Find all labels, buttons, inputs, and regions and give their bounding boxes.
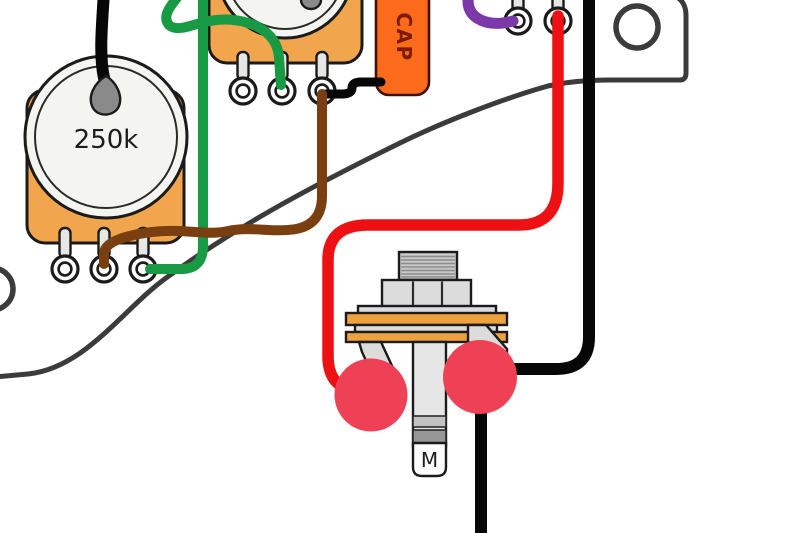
jack-sleeve-shaft bbox=[411, 340, 448, 448]
brown-wire bbox=[99, 89, 327, 269]
pot-top-lug-stem bbox=[315, 50, 329, 82]
solder-joint-tip bbox=[443, 340, 517, 414]
black-wire-cap-to-lug bbox=[320, 77, 386, 99]
pickguard-outline bbox=[0, 0, 689, 379]
jack-tip-end bbox=[411, 441, 448, 478]
mounting-hole-left-icon bbox=[0, 266, 16, 312]
solder-joint-sleeve bbox=[334, 358, 408, 432]
jack-mono-label: M bbox=[421, 448, 438, 472]
capacitor: CAP bbox=[374, 0, 431, 97]
jack-thread-lines bbox=[401, 255, 455, 278]
pickguard-edge bbox=[0, 0, 689, 379]
black-wire-ground-top bbox=[506, 0, 595, 375]
jack-shaft-band bbox=[412, 415, 447, 428]
pot-top-lug-stem bbox=[236, 50, 250, 82]
capacitor-body bbox=[374, 0, 431, 97]
pot-250k: 250k bbox=[23, 0, 189, 284]
red-wire-hot bbox=[322, 10, 564, 398]
jack-nut-facets bbox=[411, 281, 444, 306]
jack-washer-top bbox=[344, 311, 509, 327]
jack-hex-nut bbox=[380, 278, 473, 309]
pot-250k-lug-stem bbox=[58, 226, 72, 260]
green-wire-hook bbox=[161, 0, 286, 90]
pot-250k-value-label: 250k bbox=[74, 125, 139, 155]
green-wire-vertical bbox=[145, 0, 208, 274]
pot-top-pointer-icon bbox=[299, 0, 323, 11]
wires bbox=[99, 0, 595, 533]
mounting-hole-icon bbox=[613, 3, 661, 51]
jack-shaft-band bbox=[412, 429, 447, 444]
capacitor-label: CAP bbox=[392, 12, 416, 61]
pot-top-rim bbox=[233, 0, 337, 30]
pot-250k-pointer-icon bbox=[89, 74, 122, 116]
purple-wire bbox=[462, 0, 519, 29]
solder-joints bbox=[334, 340, 517, 432]
